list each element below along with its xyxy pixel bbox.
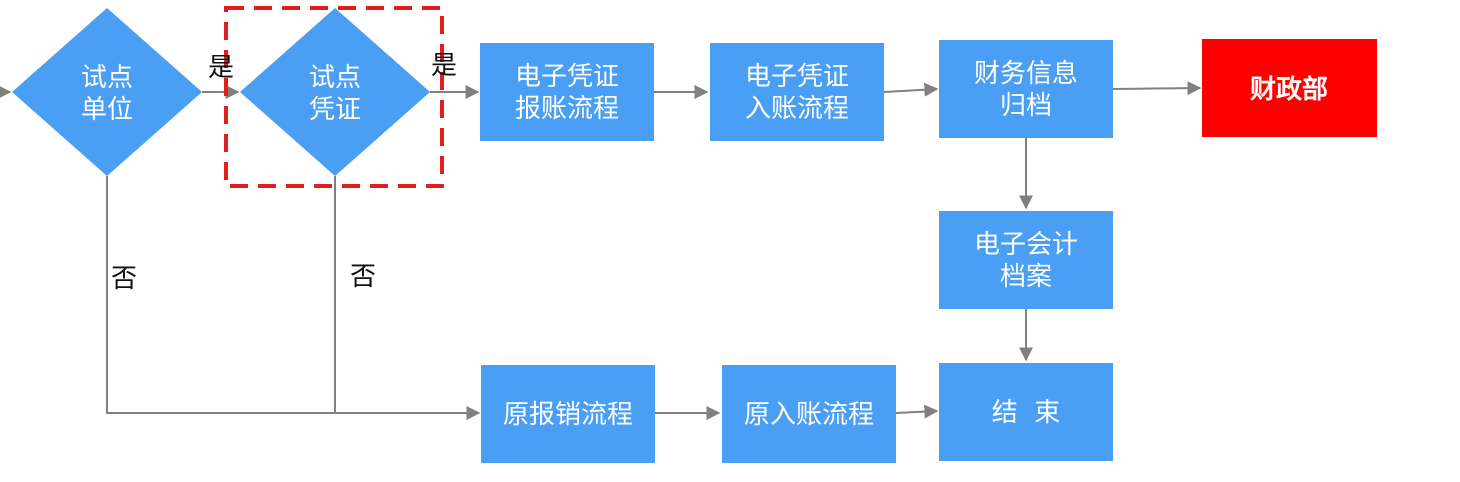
edge-label-yes: 是 [208,53,234,83]
process-box [710,43,884,141]
edge-label-yes: 是 [431,51,457,81]
box-e-voucher-reimburse: 电子凭证 报账流程 [480,43,654,141]
box-e-voucher-posting: 电子凭证 入账流程 [710,43,884,141]
process-box [481,365,655,463]
box-label: 财政部 [1250,74,1328,105]
box-label: 原入账流程 [744,400,874,430]
process-box [939,363,1113,461]
box-label-line2: 归档 [1000,91,1052,121]
box-label-line1: 电子会计 [974,230,1078,260]
edge-label-no: 否 [111,264,137,294]
decision-pilot-unit: 试点 单位 [12,8,202,176]
process-box [722,365,896,463]
decision-pilot-voucher: 试点 凭证 [240,8,430,176]
connectors [0,81,1202,420]
box-original-reimburse: 原报销流程 [481,365,655,463]
connector-archive-to-ministry [1112,81,1202,96]
box-end: 结 束 [939,363,1113,461]
box-label-line1: 电子凭证 [515,62,619,92]
box-original-posting: 原入账流程 [722,365,896,463]
decision-diamond [240,8,430,176]
decision-label-line1: 试点 [309,63,361,93]
box-ministry-of-finance: 财政部 [1202,39,1377,137]
decision-label-line2: 凭证 [309,95,361,125]
box-label-line2: 入账流程 [745,94,849,124]
box-e-accounting-archive: 电子会计 档案 [939,211,1113,309]
box-label-line1: 财务信息 [974,59,1078,89]
connector-posting-to-archive [883,82,939,97]
box-label: 结 束 [992,398,1061,428]
process-box [939,40,1113,138]
highlight-box [1202,39,1377,137]
decision-diamond [12,8,202,176]
decision-label-line2: 单位 [81,95,133,125]
connector-voucher-no-path [334,176,481,420]
box-label-line2: 档案 [1000,262,1052,292]
process-box [939,211,1113,309]
box-finance-archive: 财务信息 归档 [939,40,1113,138]
connector-orig-posting-to-end [895,404,939,419]
edge-label-no: 否 [350,262,376,292]
box-label-line1: 电子凭证 [745,62,849,92]
box-label: 原报销流程 [503,400,633,430]
decision-label-line1: 试点 [81,63,133,93]
box-label-line2: 报账流程 [515,94,619,124]
connector-unit-no-path [106,176,335,414]
process-box [480,43,654,141]
